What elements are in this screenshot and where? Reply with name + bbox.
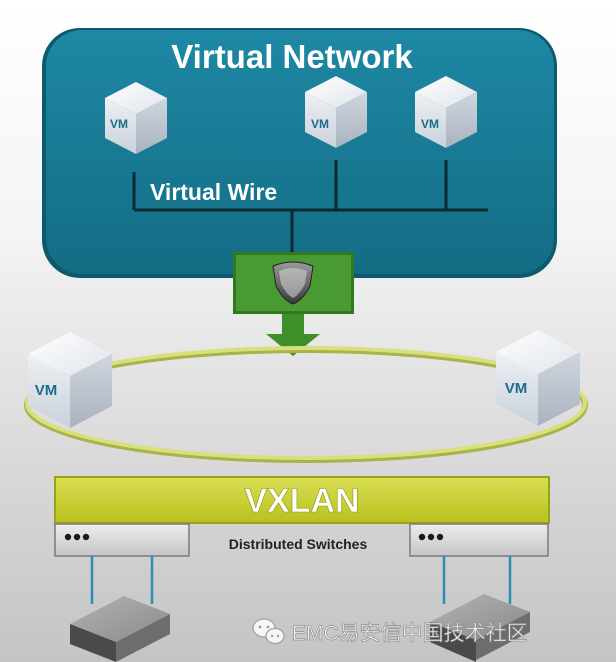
- switch-left: [54, 523, 190, 557]
- vm-label: VM: [505, 380, 528, 397]
- vm-label: VM: [311, 117, 329, 131]
- shield-icon: [272, 261, 314, 305]
- vxlan-label: VXLAN: [244, 482, 359, 520]
- virtual-network-title: Virtual Network: [171, 38, 413, 75]
- vm-cube-icon: [28, 332, 112, 428]
- virtual-wire-lines: [132, 160, 488, 254]
- down-arrow-icon: [266, 314, 320, 356]
- vm-label: VM: [35, 382, 58, 399]
- server-cables: [90, 556, 512, 604]
- distributed-switches-label: Distributed Switches: [229, 536, 368, 552]
- server-icon: [430, 594, 530, 662]
- vm-cube-icon: [305, 76, 367, 148]
- watermark-text: EMC易安信中国技术社区: [292, 622, 528, 645]
- vxlan-bar: [54, 476, 550, 524]
- vm-cube-icon: [105, 82, 167, 154]
- virtual-wire-label: Virtual Wire: [150, 179, 277, 205]
- network-ring: [24, 346, 588, 463]
- server-icon: [70, 596, 170, 662]
- switch-right: [409, 523, 549, 557]
- vm-label: VM: [421, 117, 439, 131]
- wechat-icon: [252, 618, 285, 645]
- vm-label: VM: [110, 117, 128, 131]
- vm-cube-icon: [496, 330, 580, 426]
- vm-cube-icon: [415, 76, 477, 148]
